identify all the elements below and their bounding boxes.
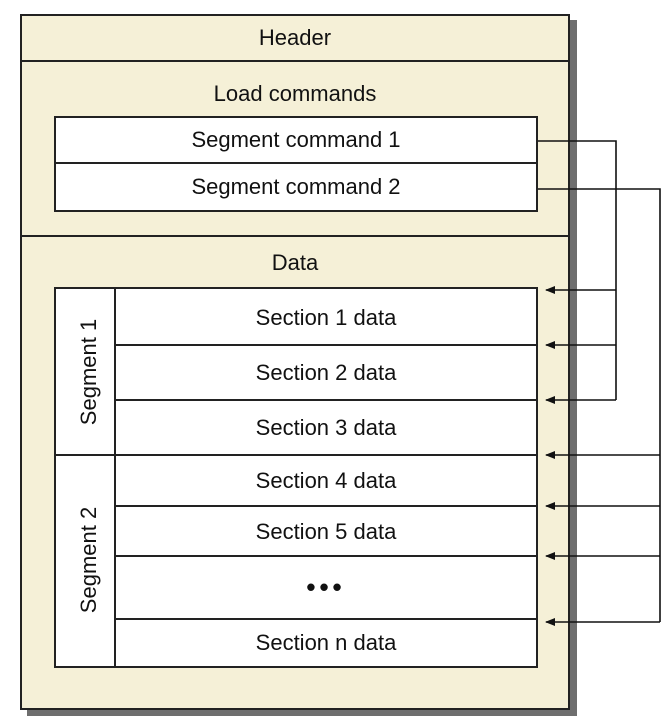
section-2-data: Section 2 data bbox=[255, 360, 397, 385]
segment-1-connector bbox=[538, 140, 617, 400]
ellipsis: ••• bbox=[306, 572, 346, 602]
section-divider bbox=[116, 505, 536, 507]
section-4-data: Section 4 data bbox=[255, 468, 397, 493]
load-commands-divider bbox=[20, 235, 570, 237]
section-divider bbox=[116, 399, 536, 401]
segments-box bbox=[54, 287, 538, 668]
section-n-data: Section n data bbox=[255, 630, 397, 655]
section-divider bbox=[116, 344, 536, 346]
section-5-data: Section 5 data bbox=[255, 518, 397, 544]
segment-command-divider bbox=[56, 162, 536, 164]
header-divider bbox=[20, 60, 570, 62]
segment-command-1: Segment command 1 bbox=[191, 127, 401, 152]
load-commands-label: Load commands bbox=[213, 81, 377, 106]
section-3-data: Section 3 data bbox=[255, 414, 397, 440]
section-divider bbox=[116, 618, 536, 620]
data-label: Data bbox=[271, 250, 319, 275]
segment-column-divider bbox=[114, 289, 116, 666]
segment-divider bbox=[56, 454, 536, 456]
header-label: Header bbox=[258, 25, 332, 50]
section-1-data: Section 1 data bbox=[255, 305, 397, 330]
segment-2-connector bbox=[538, 188, 661, 622]
section-divider bbox=[116, 555, 536, 557]
segment-command-2: Segment command 2 bbox=[191, 174, 401, 199]
segment-commands-box bbox=[54, 116, 538, 212]
